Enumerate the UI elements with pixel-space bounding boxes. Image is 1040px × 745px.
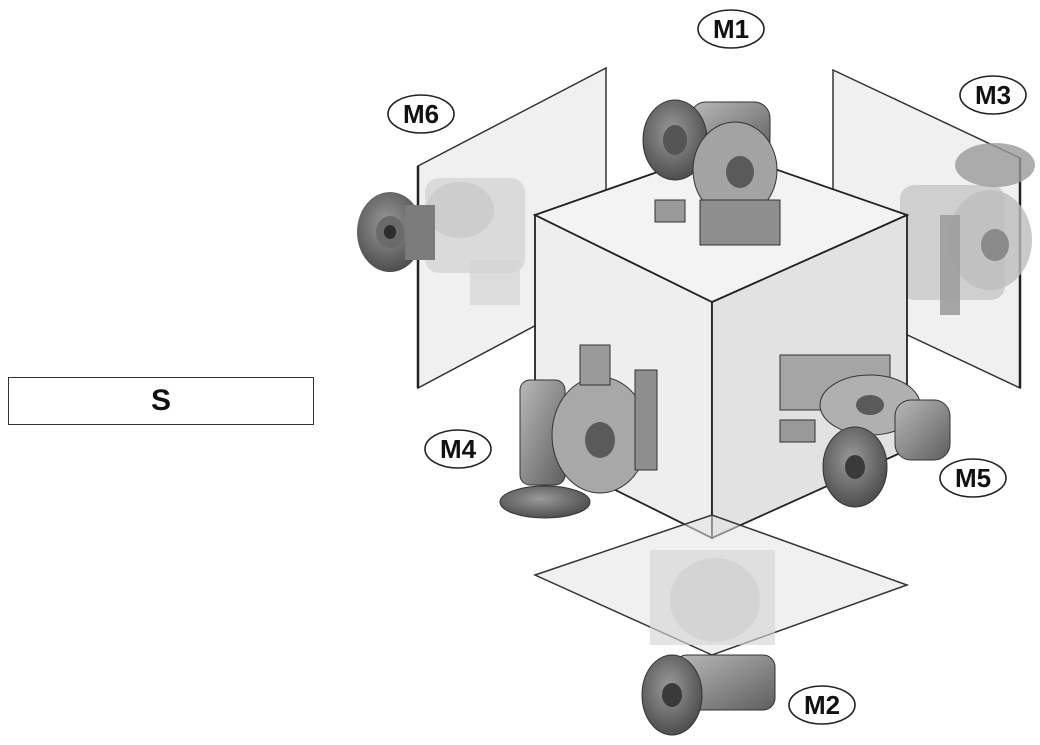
- label-m3: M3: [959, 75, 1027, 115]
- gearbox-m1: [642, 99, 781, 246]
- gearbox-m6: [357, 178, 525, 305]
- label-m5: M5: [939, 458, 1007, 498]
- label-m2: M2: [788, 685, 856, 725]
- shaft-box: S: [8, 377, 314, 425]
- label-m5-text: M5: [955, 463, 991, 493]
- label-m4: M4: [424, 429, 492, 469]
- gearbox-m2: [641, 550, 776, 736]
- label-m6: M6: [387, 94, 455, 134]
- label-m4-text: M4: [440, 434, 477, 464]
- label-m2-text: M2: [804, 690, 840, 720]
- gearbox-m3: [900, 143, 1035, 315]
- label-m6-text: M6: [403, 99, 439, 129]
- gearbox-m4: [499, 344, 658, 519]
- gearbox-m5: [779, 354, 951, 508]
- shaft-label: S: [150, 384, 171, 417]
- label-m1: M1: [697, 9, 765, 49]
- label-m1-text: M1: [713, 14, 749, 44]
- label-m3-text: M3: [975, 80, 1011, 110]
